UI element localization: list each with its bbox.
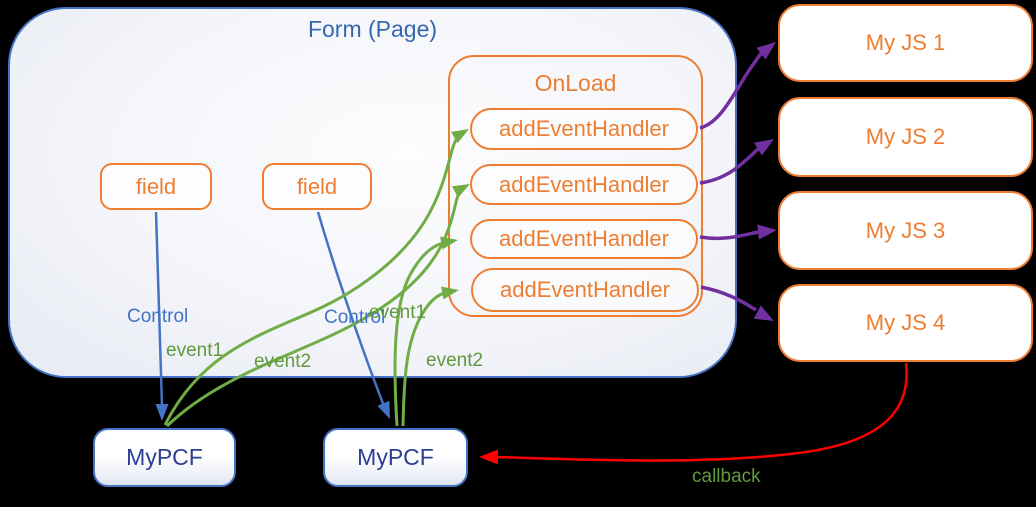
add-event-handler-node-2: addEventHandler [470, 164, 698, 205]
my-js-node-4: My JS 4 [778, 284, 1033, 362]
edge-label-event1-1: event1 [166, 340, 224, 361]
edge-label-callback: callback [692, 466, 761, 487]
edge-label-event1-2: event1 [369, 302, 427, 323]
edge-label-event2-1: event2 [254, 351, 312, 372]
edge-label-control-1: Control [127, 306, 189, 327]
edge-label-event2-2: event2 [426, 350, 484, 371]
onload-title: OnLoad [534, 70, 617, 96]
add-event-handler-node-1: addEventHandler [470, 108, 698, 150]
my-pcf-node-2: MyPCF [323, 428, 468, 487]
my-js-node-3: My JS 3 [778, 191, 1033, 270]
add-event-handler-node-4: addEventHandler [471, 268, 699, 312]
callback-arrow [479, 362, 908, 465]
field-node-1: field [100, 163, 212, 210]
field-node-2: field [262, 163, 372, 210]
my-pcf-node-1: MyPCF [93, 428, 236, 487]
my-js-node-1: My JS 1 [778, 4, 1033, 82]
my-js-node-2: My JS 2 [778, 97, 1033, 177]
add-event-handler-node-3: addEventHandler [470, 219, 698, 259]
form-page-title: Form (Page) [307, 16, 438, 42]
